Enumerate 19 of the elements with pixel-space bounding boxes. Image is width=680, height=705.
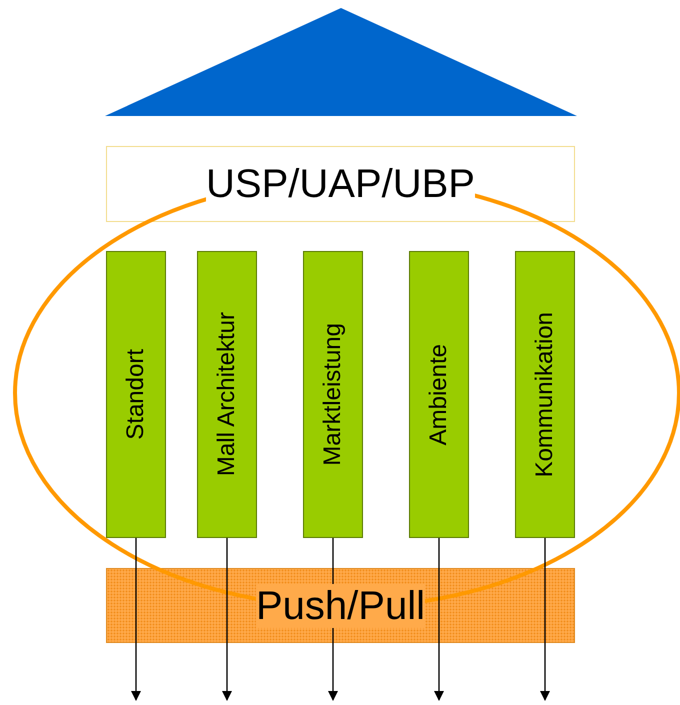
pillar-box [106, 251, 166, 538]
arrow [328, 538, 338, 701]
pillar-label: Mall Architektur [213, 312, 241, 477]
arrow [540, 538, 550, 701]
arrow [222, 538, 232, 701]
pillar-box [303, 251, 363, 538]
pillar-box [409, 251, 469, 538]
pillar-label: Standort [122, 349, 150, 440]
arrow [131, 538, 141, 701]
arrow [434, 538, 444, 701]
base-label: Push/Pull [256, 584, 425, 628]
pillar-label: Kommunikation [531, 312, 559, 478]
roof-triangle [105, 8, 577, 116]
header-box [106, 146, 575, 222]
pillar-label: Ambiente [425, 344, 453, 446]
pillar-box [197, 251, 257, 538]
pillar-label: Marktleistung [319, 323, 347, 466]
pillar-box [515, 251, 575, 538]
base-bar [106, 568, 575, 643]
